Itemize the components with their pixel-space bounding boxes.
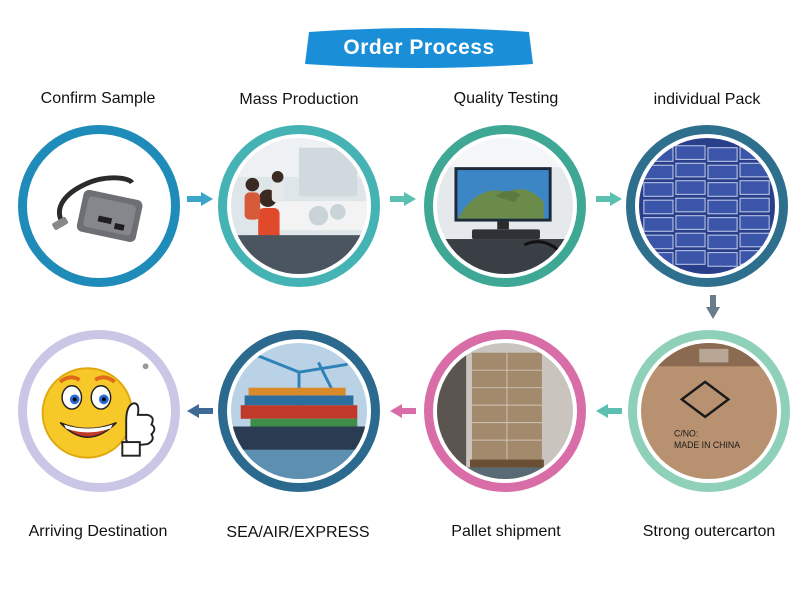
step-circle-sea-air-express: [218, 330, 380, 492]
factory-workers-image: [231, 138, 367, 274]
page-title: Order Process: [343, 36, 495, 59]
step-circle-pallet-shipment: [424, 330, 586, 492]
banner-ribbon-shape: [305, 28, 533, 68]
usb-c-adapter-image: [31, 138, 167, 274]
step-label-pallet-shipment: Pallet shipment: [451, 523, 561, 540]
step-label-quality-testing: Quality Testing: [453, 90, 559, 107]
arrow-left-icon: [596, 404, 622, 418]
computer-testing-image: [437, 138, 573, 274]
arrow-left-icon: [390, 404, 416, 418]
arrow-right-icon: [187, 192, 213, 206]
smiley-thumbs-up-icon: [31, 343, 167, 479]
arrow-left-icon: [187, 404, 213, 418]
step-label-arriving-destination: Arriving Destination: [28, 523, 168, 540]
arrow-right-icon: [596, 192, 622, 206]
step-circle-quality-testing: [424, 125, 586, 287]
step-label-strong-outercarton: Strong outercarton: [642, 523, 776, 540]
step-label-sea-air-express: SEA/AIR/EXPRESS: [226, 524, 370, 541]
pallet-image: [437, 343, 573, 479]
step-circle-arriving-destination: [18, 330, 180, 492]
order-process-banner: Order Process: [303, 26, 535, 70]
carton-made-in-text: MADE IN CHINA: [674, 440, 740, 450]
step-circle-strong-outercarton: C/NO: MADE IN CHINA: [628, 330, 790, 492]
step-circle-individual-pack: [626, 125, 788, 287]
step-circle-confirm-sample: [18, 125, 180, 287]
step-label-individual-pack: individual Pack: [653, 91, 761, 108]
step-label-confirm-sample: Confirm Sample: [40, 90, 156, 107]
container-ship-image: [231, 343, 367, 479]
carton-box-image: C/NO: MADE IN CHINA: [641, 343, 777, 479]
retail-boxes-image: [639, 138, 775, 274]
carton-cno-text: C/NO:: [674, 428, 698, 438]
step-circle-mass-production: [218, 125, 380, 287]
arrow-down-icon: [706, 295, 720, 319]
arrow-right-icon: [390, 192, 416, 206]
step-label-mass-production: Mass Production: [239, 91, 359, 108]
